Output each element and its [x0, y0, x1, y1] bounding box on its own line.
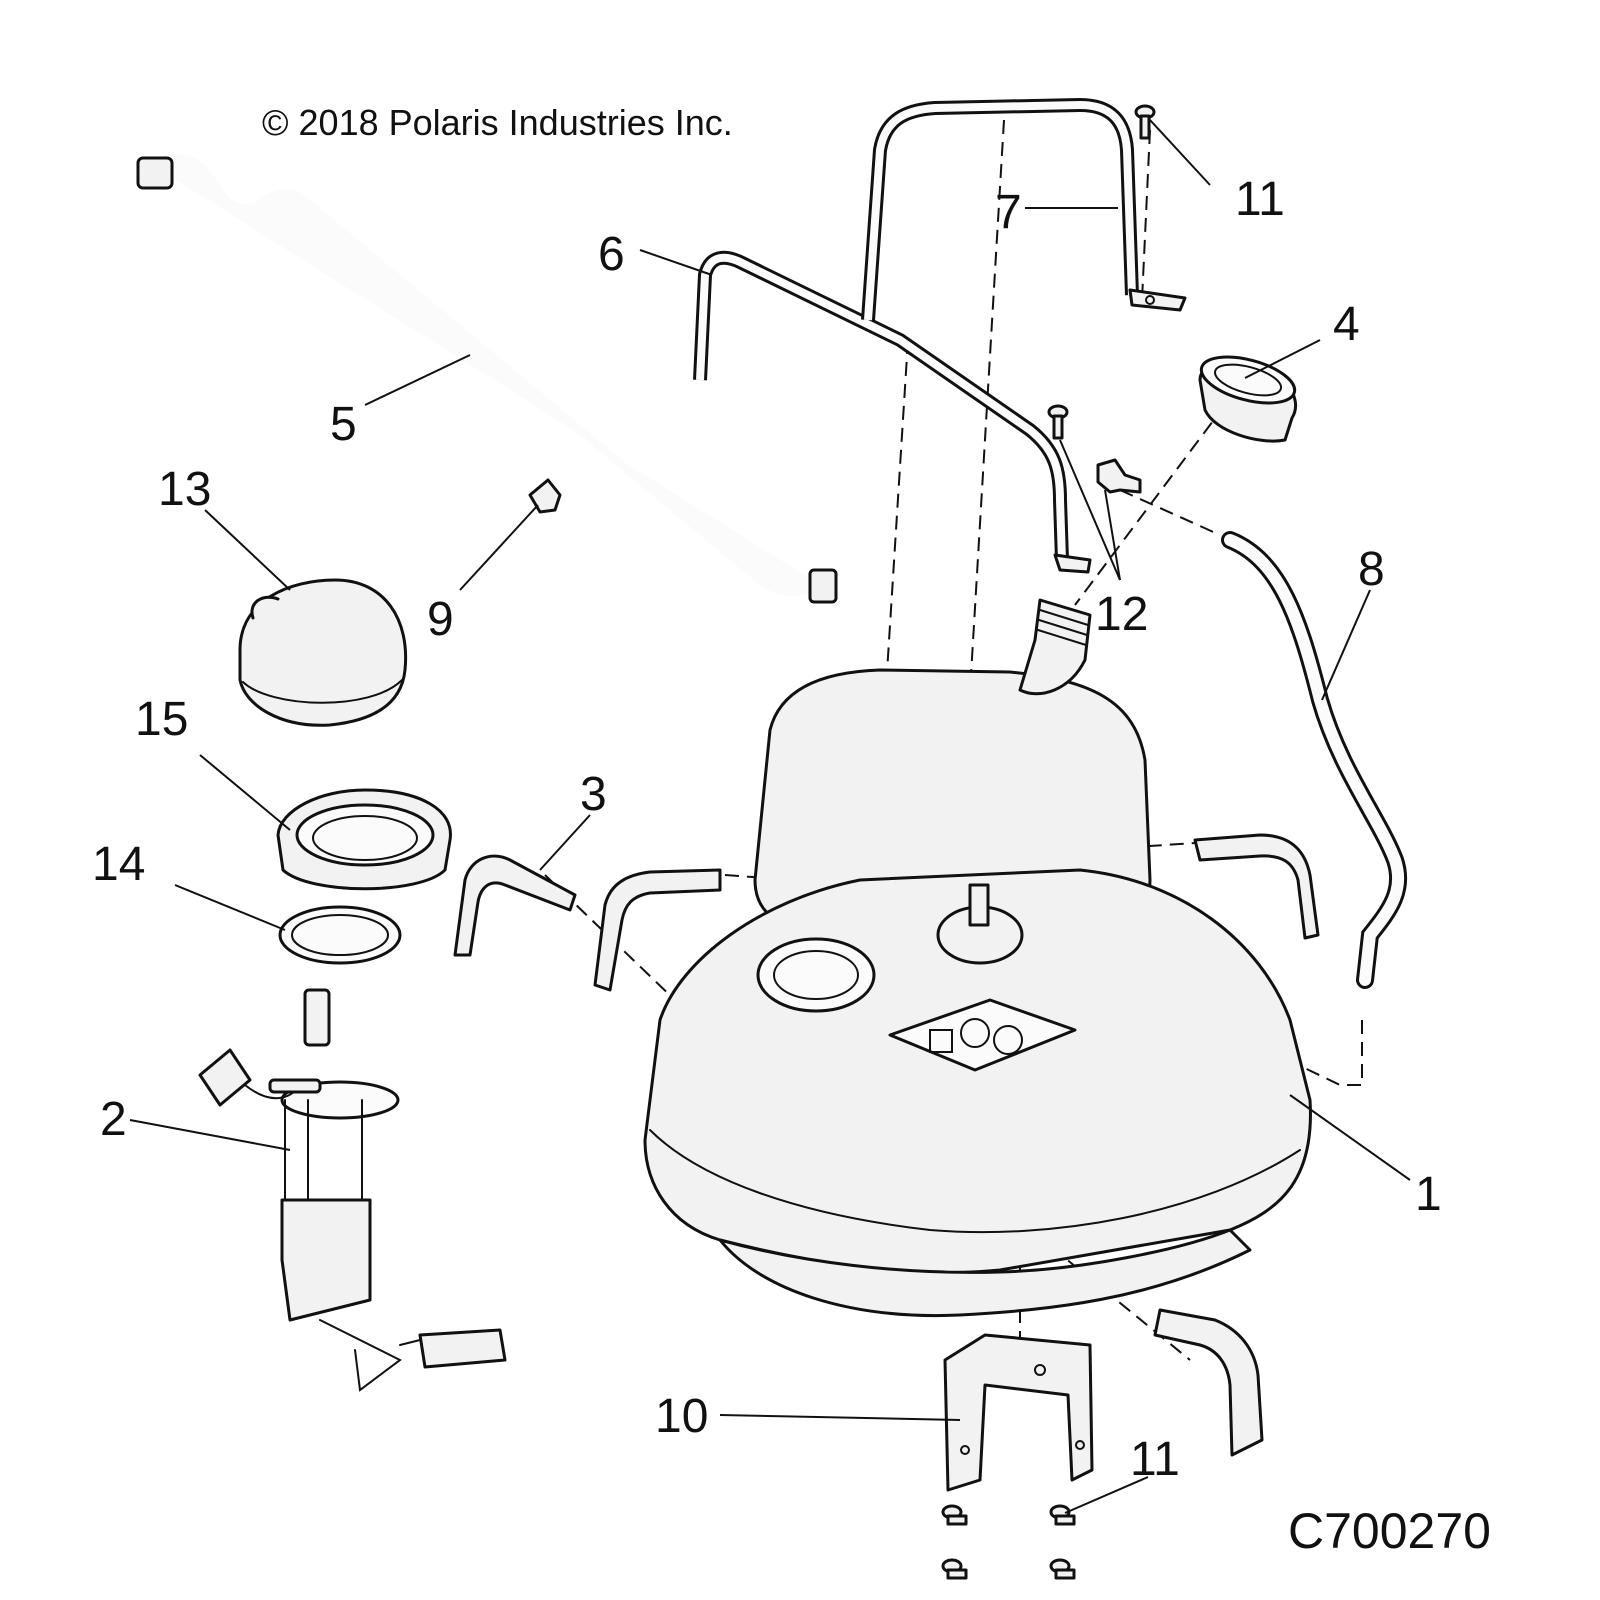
hose-clip [528, 478, 562, 514]
callout-9: 9 [427, 593, 454, 646]
bolt-bottom-2 [1049, 1504, 1076, 1526]
callout-6: 6 [598, 228, 625, 281]
callout-10: 10 [655, 1390, 708, 1443]
leader-lines [129, 119, 1411, 1514]
callout-4: 4 [1333, 298, 1360, 351]
bolt-top [1134, 104, 1156, 140]
bolt-bottom-3 [941, 1558, 968, 1580]
pump-lock-ring [276, 788, 452, 891]
callout-numbers: 1 2 3 4 5 6 7 8 9 10 11 11 12 13 14 15 [92, 173, 1442, 1486]
figure-code: C700270 [1288, 1503, 1491, 1559]
fuel-pump-assembly [198, 988, 507, 1392]
tank-strap [453, 854, 577, 957]
callout-1: 1 [1415, 1168, 1442, 1221]
callout-11-bottom: 11 [1130, 1433, 1180, 1486]
filler-cap [1198, 355, 1297, 443]
callout-8: 8 [1358, 543, 1385, 596]
callout-3: 3 [580, 768, 607, 821]
tank-u-strap [861, 98, 1187, 321]
fuel-line-hose [136, 153, 838, 604]
pump-gasket [278, 905, 402, 965]
bolts [941, 104, 1156, 1580]
callout-2: 2 [100, 1093, 127, 1146]
callout-11-top: 11 [1235, 173, 1285, 226]
mount-bracket [943, 1333, 1094, 1492]
tank-strap-bar [693, 250, 1092, 574]
tank-side-straps [593, 833, 1320, 1457]
callout-5: 5 [330, 398, 357, 451]
fuel-tank [643, 598, 1312, 1318]
callout-15: 15 [135, 693, 188, 746]
vent-hose [1221, 531, 1408, 989]
callout-12: 12 [1095, 588, 1148, 641]
pump-cover [238, 578, 408, 727]
copyright-text: © 2018 Polaris Industries Inc. [262, 102, 733, 143]
callout-13: 13 [158, 463, 211, 516]
bolt-bottom-1 [941, 1504, 968, 1526]
vent-fittings [1047, 404, 1142, 494]
callout-7: 7 [995, 186, 1022, 239]
callout-14: 14 [92, 838, 145, 891]
bolt-bottom-4 [1049, 1558, 1076, 1580]
